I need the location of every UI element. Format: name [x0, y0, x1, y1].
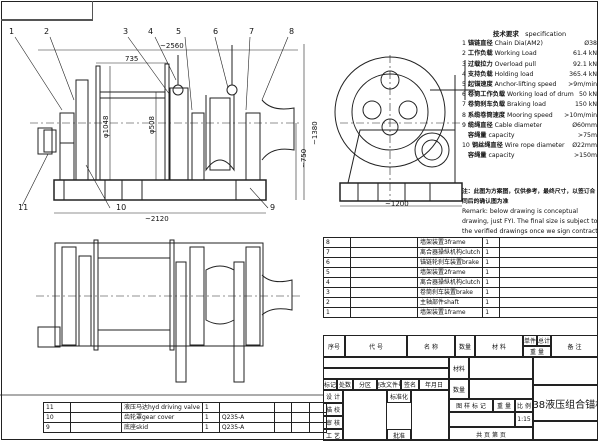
spec-row: 容绳量 capacity>75m — [467, 132, 597, 140]
dim-drum-dia: φ508 — [148, 116, 156, 134]
role-standard: 标准化 — [387, 390, 411, 403]
weight-label: 重 量 — [493, 399, 515, 412]
scale-value: 1:15 — [515, 412, 533, 427]
role-design: 设 计 — [323, 390, 343, 403]
callout-4: 4 — [148, 27, 154, 36]
title-block: 序号 代 号 名 称 数量 材 料 单件 总计 重 量 备 注 标记 处数 分区… — [323, 335, 598, 441]
specification-block: 技术要求 specification 1 锚链直径 Chain Dia(AM2)… — [462, 29, 597, 162]
callout-8: 8 — [289, 27, 295, 36]
dim-overall-length: ~2560 — [160, 42, 184, 50]
role-process: 工 艺 — [323, 429, 343, 441]
drawing-title: φ38液压组合锚机 — [533, 385, 598, 421]
dim-overall-height: ~1380 — [311, 121, 319, 145]
remark-cn: 注：此图为方案图，仅供参考，最终尺寸，以签订合同后的确认图为准 — [462, 189, 596, 205]
role-review: 审 核 — [323, 416, 343, 429]
spec-title-en: specification — [525, 30, 567, 38]
spec-title: 技术要求 specification — [462, 29, 597, 39]
rev-mark: 标记 — [323, 379, 337, 390]
callout-7: 7 — [249, 27, 255, 36]
hdr-remark: 备 注 — [551, 335, 598, 357]
rev-date: 年月日 — [419, 379, 449, 390]
plan-view — [36, 239, 300, 383]
callout-1: 1 — [9, 27, 15, 36]
material-label: 材料 — [449, 357, 469, 379]
rev-count: 处数 — [337, 379, 353, 390]
hdr-unit-weight: 单件 — [523, 335, 537, 346]
drawing-number-area — [533, 421, 598, 441]
hdr-weight: 重 量 — [523, 346, 551, 357]
dim-flange-dia: φ1048 — [102, 115, 110, 138]
callout-10: 10 — [116, 203, 127, 212]
hdr-code: 代 号 — [345, 335, 407, 357]
role-approve: 批准 — [387, 429, 411, 441]
quantity-value — [469, 379, 533, 399]
role-draw: 描 校 — [323, 403, 343, 416]
sheet-count: 共 页 第 页 — [449, 427, 533, 441]
dim-base-length: ~2120 — [145, 215, 169, 223]
hdr-name: 名 称 — [407, 335, 455, 357]
dim-center-height: ~750 — [300, 148, 308, 168]
dim-drum-offset: 735 — [125, 55, 139, 63]
spec-row: 8 系缆卷筒速度 Mooring speed>10m/min — [462, 111, 597, 119]
spec-title-cn: 技术要求 — [492, 30, 519, 38]
hdr-material: 材 料 — [475, 335, 523, 357]
callout-2: 2 — [44, 27, 50, 36]
scale-label: 比 例 — [515, 399, 533, 412]
dim-side-width: ~1200 — [385, 200, 409, 208]
material-value — [469, 357, 533, 379]
company-area — [533, 357, 598, 385]
rev-doc-no: 更改文件号 — [377, 379, 401, 390]
spec-row: 容绳量 capacity>150m — [467, 152, 597, 160]
callout-6: 6 — [213, 27, 219, 36]
callout-5: 5 — [176, 27, 182, 36]
hdr-seq: 序号 — [323, 335, 345, 357]
remark-note: 注：此图为方案图，仅供参考，最终尺寸，以签订合同后的确认图为准 Remark: … — [462, 187, 598, 237]
hdr-total-weight: 总计 — [537, 335, 551, 346]
spec-row: 5 起锚速度 Anchor-lifting speed>9m/min — [462, 81, 597, 89]
remark-en: Remark: below drawing is conceptual draw… — [462, 208, 598, 235]
spec-row: 1 锚链直径 Chain Dia(AM2)Ø38 — [462, 40, 597, 48]
rev-row-empty — [323, 368, 449, 379]
rev-row-empty — [323, 357, 449, 368]
hdr-qty: 数量 — [455, 335, 475, 357]
callout-3: 3 — [123, 27, 129, 36]
quantity-label: 数量 — [449, 379, 469, 399]
callout-11: 11 — [18, 203, 29, 212]
front-elevation-view — [14, 36, 305, 214]
rev-sign: 签名 — [401, 379, 419, 390]
drawing-mark-label: 图 样 标 记 — [449, 399, 493, 412]
side-elevation-view — [334, 55, 475, 207]
rev-zone: 分区 — [353, 379, 377, 390]
title-tab-corner — [1, 1, 93, 21]
signature-area — [343, 390, 387, 441]
callout-9: 9 — [270, 203, 276, 212]
date-area — [411, 390, 449, 441]
drawing-mark-cells — [449, 412, 515, 427]
